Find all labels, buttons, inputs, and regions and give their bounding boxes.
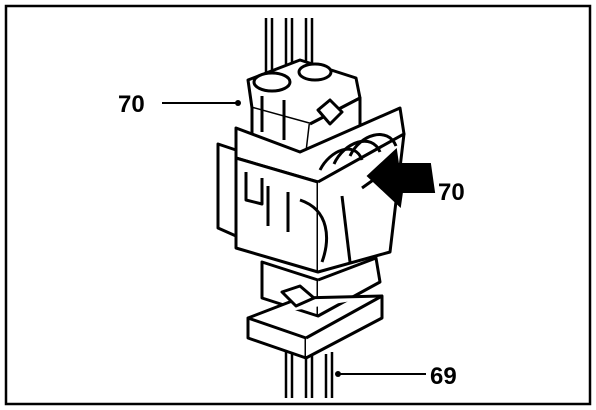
callout-arrow xyxy=(366,147,436,209)
callout-label-70-top: 70 xyxy=(118,91,145,118)
leader-dot-69 xyxy=(335,371,341,377)
callout-label-69: 69 xyxy=(430,363,457,390)
leader-dot-70-top xyxy=(235,100,241,106)
bottom-cables xyxy=(284,350,334,398)
callout-label-70-arrow: 70 xyxy=(438,179,465,206)
wire-loops xyxy=(318,133,398,171)
figure-frame xyxy=(4,4,592,406)
connector-base xyxy=(246,256,384,360)
